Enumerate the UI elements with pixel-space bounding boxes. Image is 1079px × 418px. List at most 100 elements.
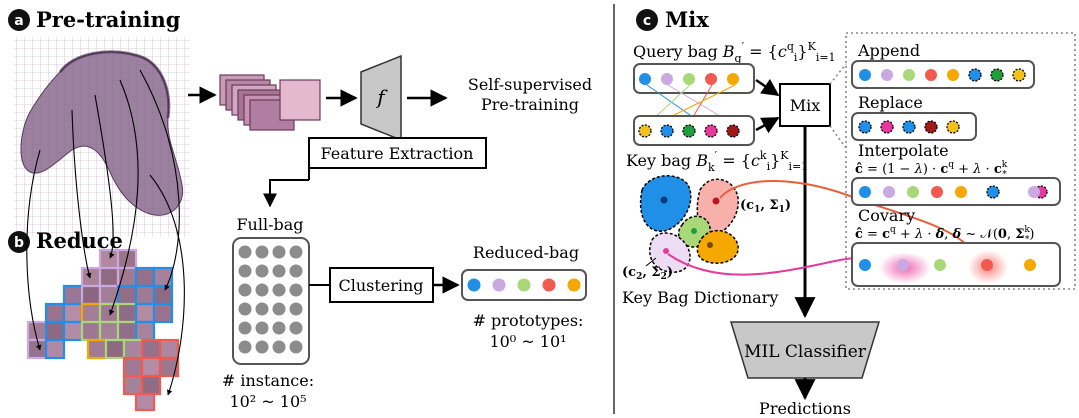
panel-c: c Mix Query bag Bq′ = {cqi}Ki=1 Mix Key … [622,7,1076,418]
instance-dot [255,340,269,354]
append-dot [859,69,871,81]
query-bag-instances [639,73,739,85]
replace-dot [924,120,938,134]
interpolate-dot [883,186,895,198]
key-bag-label: Key bag Bk′ = {cki}Ki=1 [626,149,808,174]
append-dot [947,69,959,81]
replace-label: Replace [858,93,923,112]
append-dot [881,69,893,81]
badge-c [636,9,658,31]
instance-line1: # instance: [222,371,314,390]
key-instance-dot [704,124,718,138]
replace-dot [880,120,894,134]
predictions-label: Predictions [759,399,851,418]
instance-dot [238,321,252,335]
instance-dot [238,302,252,316]
instance-dot [272,264,286,278]
key-instance-dot [726,124,740,138]
prototype-dot [467,278,481,292]
append-dot [1012,68,1026,82]
replace-dot [946,120,960,134]
query-instance-dot [705,73,717,85]
instance-dot [272,340,286,354]
replace-instances [858,120,960,134]
covary-dot [934,259,946,271]
full-bag-instances [238,245,303,354]
interpolate-label: Interpolate [858,141,949,160]
append-dot [925,69,937,81]
instance-dot [272,245,286,259]
key-instance-dot [682,124,696,138]
mix-options-panel [845,32,1076,290]
prototype-dot [492,278,506,292]
query-instance-dot [639,73,651,85]
instance-dot [289,245,303,259]
instance-dot [272,283,286,297]
instance-dot [255,321,269,335]
badge-b [8,231,30,253]
interpolate-dot [955,186,967,198]
panel-c-title: Mix [665,7,709,32]
blob-purple [649,232,691,273]
clustering-label: Clustering [338,276,423,295]
interpolate-mixed-dot [986,185,1000,199]
sigma2-label: (c2, Σ2) [622,265,673,282]
reduced-bag-label: Reduced-bag [473,243,579,262]
mix-label: Mix [790,96,821,115]
covary-dot [859,259,871,271]
instance-dot [289,321,303,335]
interpolate-dot [931,186,943,198]
instance-dot [238,340,252,354]
append-dot [903,69,915,81]
mil-classifier [729,321,881,379]
instance-dot [272,302,286,316]
feature-extraction-box [308,137,487,169]
append-dot [990,68,1004,82]
covary-dot [897,259,909,271]
key-bag-dictionary-blobs [639,175,739,273]
prototype-dot [517,278,531,292]
instance-dot [238,264,252,278]
interpolate-dot [907,186,919,198]
feature-extraction-label: Feature Extraction [321,144,474,163]
replace-dot [902,120,916,134]
interpolate-instances [859,185,1048,199]
key-instance-dot [660,124,674,138]
patch-stack [219,74,321,131]
replace-dot [858,120,872,134]
covary-formula: ĉ = cq + λ · δ, δ ~ 𝒩(0, Σk*) [855,225,1034,245]
instance-dot [238,283,252,297]
covary-instances [859,259,1036,271]
panel-b-title: Reduce [36,228,123,253]
append-instances [859,68,1026,82]
query-instance-dot [727,73,739,85]
interpolate-mixed-dot [1028,186,1040,198]
instance-dot [255,264,269,278]
badge-b-label: b [14,235,24,251]
badge-a-label: a [14,13,23,29]
panel-a-title: Pre-training [36,7,181,32]
clustered-tiles [26,248,180,412]
instance-dot [289,340,303,354]
panel-b: b Reduce [8,69,587,412]
panel-a: a Pre-training f Self-supervised Pre-tra… [8,7,592,237]
mix-options-connector [829,63,847,149]
instance-line2: 10² ~ 10⁵ [229,392,306,411]
key-instance-dot [638,124,652,138]
full-bag-label: Full-bag [236,215,303,234]
interpolate-formula: ĉ = (1 − λ) · cq + λ · ck* [855,160,1008,180]
prototypes-line2: 10⁰ ~ 10¹ [489,332,566,351]
prototype-dot [567,278,581,292]
reduced-bag-prototypes [467,278,581,292]
interpolate-dot [859,186,871,198]
instance-dot [238,245,252,259]
instance-dot [289,264,303,278]
query-bag-label: Query bag Bq′ = {cqi}Ki=1 [633,40,836,65]
covary-dot [1024,259,1036,271]
covary-label: Covary [858,206,915,225]
sigma1-label: (c1, Σ1) [740,198,791,215]
clustering-box [329,267,434,303]
instance-dot [255,302,269,316]
append-label: Append [857,41,920,60]
